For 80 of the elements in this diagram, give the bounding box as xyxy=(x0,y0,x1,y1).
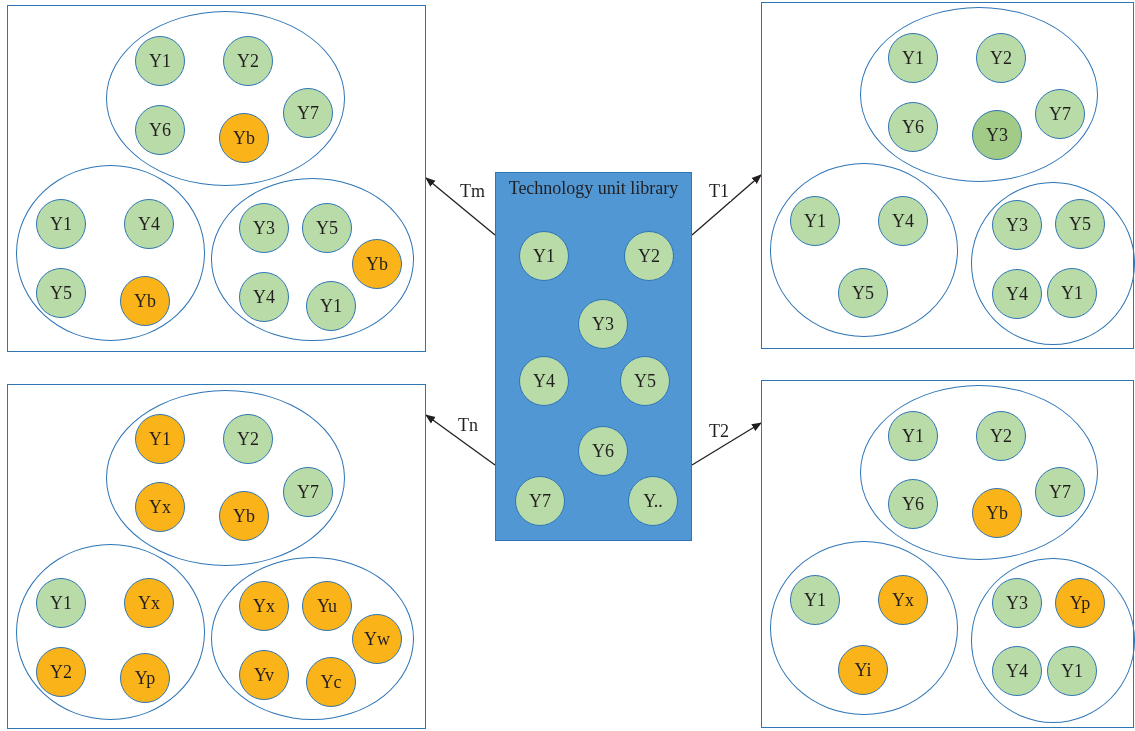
unit-circle: Y5 xyxy=(1055,199,1105,249)
unit-circle: Y6 xyxy=(578,426,628,476)
unit-circle: Y6 xyxy=(888,102,938,152)
unit-circle: Y7 xyxy=(283,88,333,138)
unit-circle: Y6 xyxy=(888,479,938,529)
unit-circle: Y5 xyxy=(302,203,352,253)
unit-circle: Y3 xyxy=(239,203,289,253)
unit-circle: Y4 xyxy=(878,196,928,246)
unit-circle: Yp xyxy=(1055,578,1105,628)
unit-circle: Y5 xyxy=(620,356,670,406)
unit-circle: Yx xyxy=(135,482,185,532)
arrow xyxy=(425,177,496,236)
unit-circle: Y1 xyxy=(135,414,185,464)
unit-circle: Y1 xyxy=(519,231,569,281)
group-ellipse xyxy=(211,557,414,720)
unit-circle: Y1 xyxy=(306,281,356,331)
unit-circle: Yx xyxy=(124,578,174,628)
unit-circle: Y3 xyxy=(992,200,1042,250)
unit-circle: Y7 xyxy=(515,476,565,526)
panel-box xyxy=(761,2,1134,349)
unit-circle: Y5 xyxy=(36,268,86,318)
unit-circle: Y1 xyxy=(1047,268,1097,318)
unit-circle: Yw xyxy=(352,614,402,664)
arrow xyxy=(425,414,496,466)
unit-circle: Y1 xyxy=(36,578,86,628)
unit-circle: Y1 xyxy=(1047,646,1097,696)
unit-circle: Y7 xyxy=(1035,467,1085,517)
unit-circle: Y3 xyxy=(972,110,1022,160)
unit-circle: Y2 xyxy=(976,411,1026,461)
arrow xyxy=(691,422,762,466)
group-ellipse xyxy=(106,11,345,186)
unit-circle: Y4 xyxy=(992,269,1042,319)
unit-circle: Y4 xyxy=(124,199,174,249)
group-ellipse xyxy=(16,165,205,341)
unit-circle: Y3 xyxy=(578,299,628,349)
unit-circle: Y1 xyxy=(135,36,185,86)
edge-label: T1 xyxy=(707,181,731,201)
unit-circle: Yp xyxy=(120,653,170,703)
group-ellipse xyxy=(860,7,1098,182)
unit-circle: Y2 xyxy=(624,231,674,281)
unit-circle: Y4 xyxy=(239,272,289,322)
unit-circle: Y1 xyxy=(888,33,938,83)
unit-circle: Yx xyxy=(239,581,289,631)
unit-circle: Y1 xyxy=(790,196,840,246)
library-box xyxy=(495,172,692,541)
unit-circle: Y6 xyxy=(135,105,185,155)
unit-circle: Y4 xyxy=(519,356,569,406)
unit-circle: Y7 xyxy=(1035,89,1085,139)
unit-circle: Yb xyxy=(120,276,170,326)
unit-circle: Yb xyxy=(352,239,402,289)
unit-circle: Y2 xyxy=(223,36,273,86)
unit-circle: Y1 xyxy=(888,411,938,461)
unit-circle: Yb xyxy=(219,113,269,163)
unit-circle: Y2 xyxy=(36,647,86,697)
group-ellipse xyxy=(971,558,1135,723)
unit-circle: Yc xyxy=(306,657,356,707)
panel-box xyxy=(7,384,426,729)
arrow xyxy=(691,174,762,236)
unit-circle: Y2 xyxy=(976,33,1026,83)
unit-circle: Y1 xyxy=(36,199,86,249)
unit-circle: Y5 xyxy=(838,268,888,318)
edge-label: T2 xyxy=(707,421,731,441)
unit-circle: Yb xyxy=(972,488,1022,538)
unit-circle: Yx xyxy=(878,575,928,625)
unit-circle: Y3 xyxy=(992,578,1042,628)
unit-circle: Yb xyxy=(219,491,269,541)
group-ellipse xyxy=(860,385,1098,560)
unit-circle: Yu xyxy=(302,581,352,631)
panel-box xyxy=(761,380,1134,728)
panel-box xyxy=(7,5,426,352)
unit-circle: Yi xyxy=(838,645,888,695)
group-ellipse xyxy=(971,182,1135,345)
unit-circle: Y2 xyxy=(223,414,273,464)
library-title: Technology unit library xyxy=(507,177,680,199)
unit-circle: Y1 xyxy=(790,575,840,625)
unit-circle: Y7 xyxy=(283,467,333,517)
unit-circle: Y.. xyxy=(628,476,678,526)
group-ellipse xyxy=(211,178,414,341)
unit-circle: Yv xyxy=(239,650,289,700)
unit-circle: Y4 xyxy=(992,646,1042,696)
